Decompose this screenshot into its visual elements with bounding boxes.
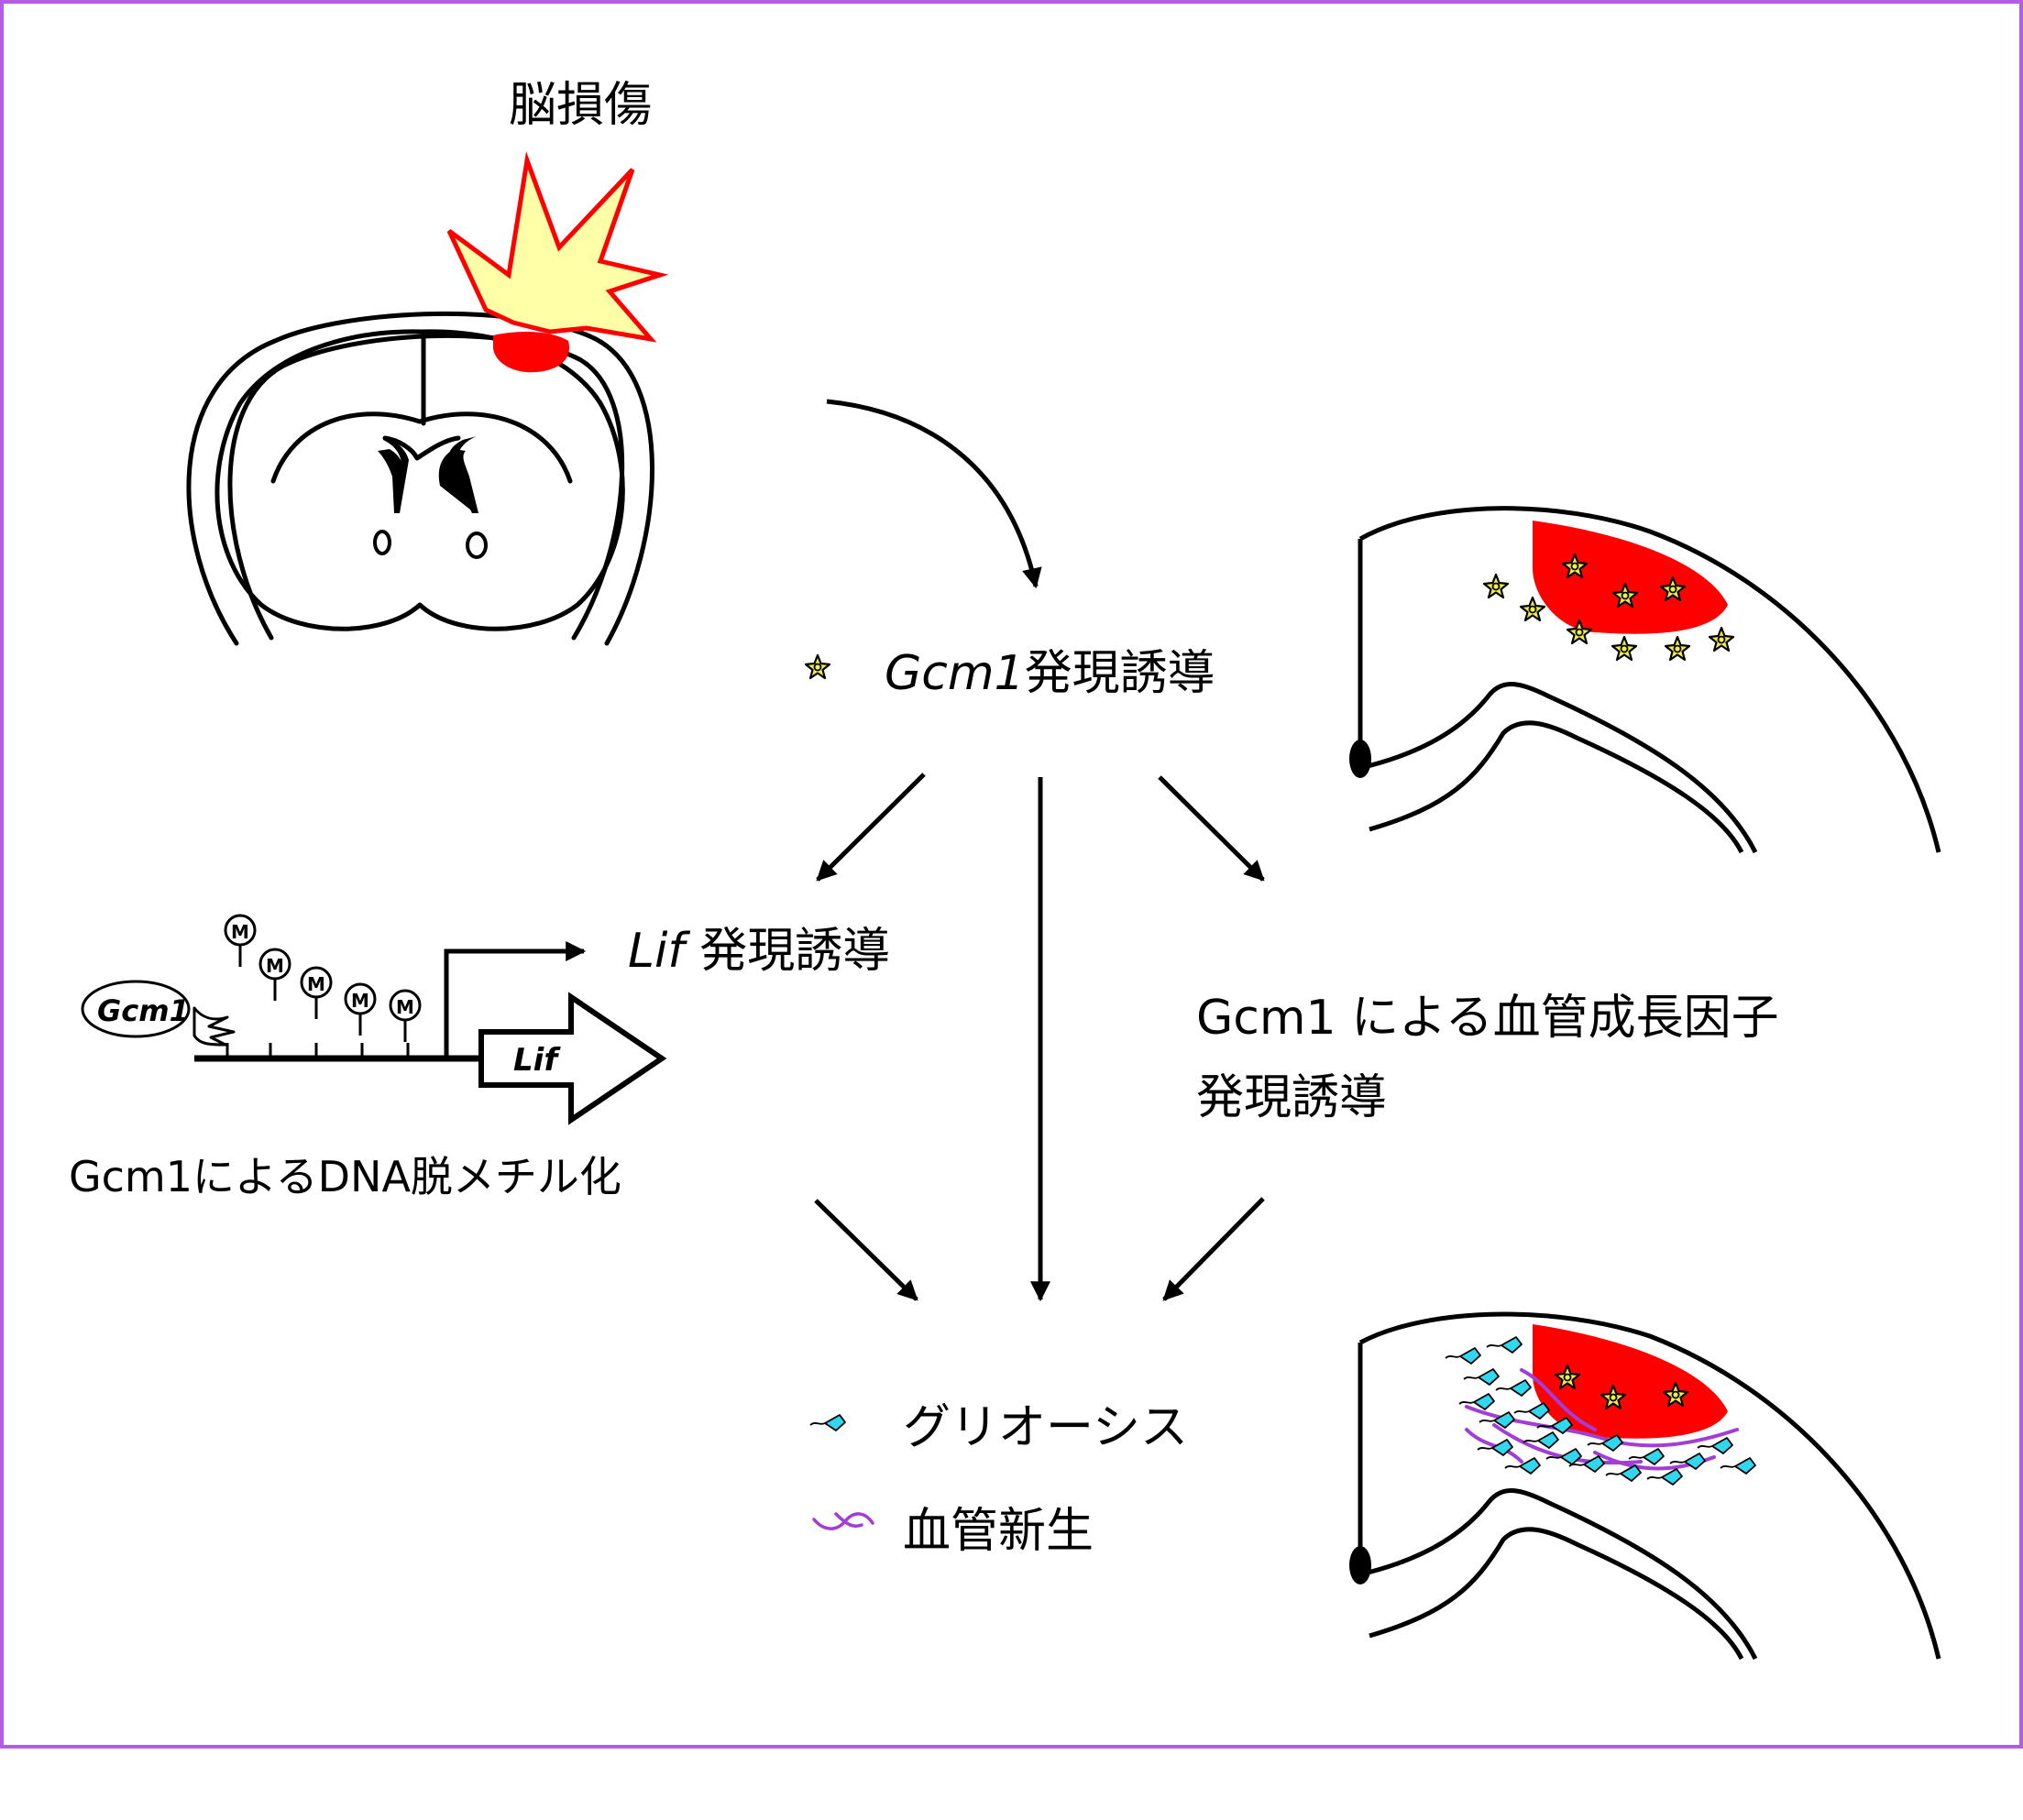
methyl-mark-icon: M xyxy=(300,966,333,1021)
lif-induction-label: Lif 発現誘導 xyxy=(628,924,890,979)
arrow-gcm1-to-lif xyxy=(816,773,926,882)
brain-injury-label: 脳損傷 xyxy=(509,78,652,133)
svg-text:M: M xyxy=(351,990,369,1012)
svg-text:M: M xyxy=(266,955,284,977)
demethylation-label: Gcm1によるDNA脱メチル化 xyxy=(69,1152,621,1201)
brain-coronal-section xyxy=(186,311,654,646)
figure-frame xyxy=(0,0,2023,1749)
methyl-mark-icon: M xyxy=(344,982,377,1037)
lif-gene-label: Lif xyxy=(513,1042,561,1079)
vessel-icon xyxy=(812,1512,874,1530)
lif-promoter-diagram: Lif Gcm1 M M M M M xyxy=(81,914,667,1125)
arrow-gcm1-to-vegf xyxy=(1158,775,1265,882)
astrocyte-icon xyxy=(809,1414,846,1431)
angiogenesis-label: 血管新生 xyxy=(903,1504,1094,1559)
gcm1-induction-label: Gcm1発現誘導 xyxy=(885,646,1215,701)
svg-text:M: M xyxy=(307,973,325,995)
gcm1-cell-icon xyxy=(804,653,831,680)
brain-ventricles xyxy=(373,436,488,559)
injury-burst-icon xyxy=(446,151,669,343)
cortex-diagram-gliosis xyxy=(1349,1311,1941,1661)
lif-gene-arrow xyxy=(478,992,667,1125)
lesion-region xyxy=(493,332,570,373)
cortex-diagram-gcm1 xyxy=(1349,506,1941,854)
svg-text:M: M xyxy=(396,996,414,1018)
gcm1-protein-icon xyxy=(81,980,191,1038)
arrow-lif-to-outcome xyxy=(814,1199,918,1301)
vegf-induction-label-line1: Gcm1 による血管成長因子 xyxy=(1196,991,1779,1046)
methyl-mark-icon: M xyxy=(389,989,422,1044)
methyl-mark-icon: M xyxy=(258,948,291,1003)
methyl-mark-icon: M xyxy=(224,914,257,969)
svg-text:M: M xyxy=(231,921,249,943)
vegf-induction-label-line2: 発現誘導 xyxy=(1196,1070,1387,1125)
arrow-vegf-to-outcome xyxy=(1162,1197,1265,1301)
gcm1-protein-label: Gcm1 xyxy=(97,993,190,1028)
gliosis-label: グリオーシス xyxy=(903,1400,1188,1455)
arrow-brain-to-gcm1 xyxy=(826,399,1042,589)
